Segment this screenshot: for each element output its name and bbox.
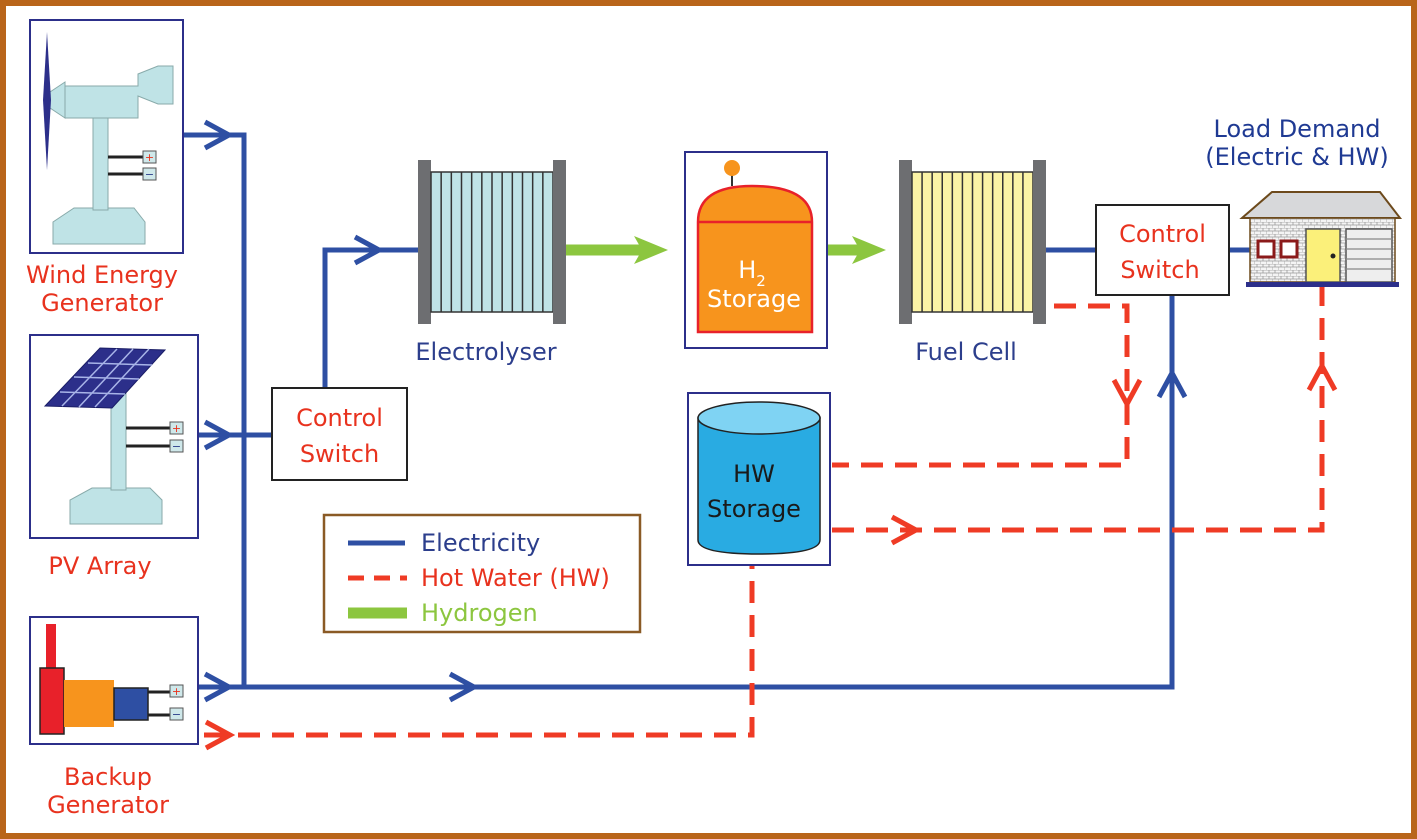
control-switch-left-line1: Control bbox=[296, 404, 383, 432]
backup-label-line1: Backup bbox=[64, 763, 152, 791]
arrow-hw-up bbox=[1306, 360, 1338, 392]
control-switch-right-line1: Control bbox=[1119, 220, 1206, 248]
hw-backup-to-storage bbox=[204, 565, 755, 738]
control-switch-right-line2: Switch bbox=[1120, 256, 1199, 284]
fuel-cell-plate-lines bbox=[921, 172, 1024, 312]
arrow-electrolyser bbox=[353, 234, 385, 266]
fuel-cell-left-endplate bbox=[899, 160, 912, 324]
house-foundation bbox=[1246, 282, 1399, 287]
pv-base bbox=[69, 487, 163, 525]
h2-storage: H2 Storage bbox=[684, 151, 828, 349]
backup-plus-terminal bbox=[169, 684, 184, 698]
wind-label-line1: Wind Energy bbox=[26, 261, 178, 289]
arrow-h2-2 bbox=[852, 236, 886, 264]
switch-to-electrolyser-line bbox=[322, 247, 418, 388]
arrow-h2-1 bbox=[634, 236, 668, 264]
wind-base bbox=[52, 207, 146, 245]
house-door-knob bbox=[1330, 253, 1336, 259]
load-demand: Load Demand (Electric & HW) bbox=[1205, 115, 1403, 287]
fuel-cell-right-endplate bbox=[1033, 160, 1046, 324]
control-switch-left-line2: Switch bbox=[300, 440, 379, 468]
backup-generator: + − Backup Generator bbox=[29, 616, 199, 819]
legend-label-electricity: Electricity bbox=[421, 529, 540, 557]
house-garage bbox=[1345, 228, 1393, 283]
backup-minus-sign: − bbox=[172, 708, 181, 721]
h2-storage-line1: H2 bbox=[738, 256, 766, 290]
hw-tank-body bbox=[697, 417, 821, 555]
hydrogen-arrows bbox=[634, 236, 886, 264]
arrow-pv bbox=[203, 419, 235, 451]
h2-storage-line2: Storage bbox=[707, 285, 801, 313]
exhaust-pipe bbox=[46, 624, 56, 670]
arrow-hw-backup bbox=[204, 719, 236, 751]
house-window-2 bbox=[1279, 239, 1299, 259]
wind-tower bbox=[92, 117, 109, 211]
fuel-cell-label: Fuel Cell bbox=[915, 338, 1017, 366]
fuel-cell: Fuel Cell bbox=[899, 160, 1046, 366]
legend-label-hot-water: Hot Water (HW) bbox=[421, 564, 610, 592]
electrolyser-left-endplate bbox=[418, 160, 431, 324]
arrow-bus-right bbox=[448, 671, 480, 703]
pv-minus-sign: − bbox=[172, 440, 181, 453]
wind-to-bus-line bbox=[183, 132, 247, 687]
house-garage-slats bbox=[1346, 238, 1392, 270]
wind-generator: + − Wind Energy Generator bbox=[26, 19, 184, 317]
wind-minus-terminal bbox=[142, 167, 157, 181]
hw-storage-line2: Storage bbox=[707, 495, 801, 523]
pv-label: PV Array bbox=[48, 552, 151, 580]
wind-nacelle bbox=[64, 65, 174, 119]
house-roof bbox=[1239, 191, 1403, 219]
pv-wires bbox=[126, 426, 170, 448]
backup-plus-sign: + bbox=[172, 685, 181, 698]
arrow-hw-right bbox=[890, 514, 922, 546]
wind-plus-sign: + bbox=[145, 151, 154, 164]
control-switch-right-box bbox=[1095, 204, 1230, 296]
wind-label-line2: Generator bbox=[41, 289, 163, 317]
legend-label-hydrogen: Hydrogen bbox=[421, 599, 538, 627]
electricity-lines bbox=[183, 132, 1250, 690]
solar-panel-icon bbox=[43, 347, 167, 409]
legend: Electricity Hot Water (HW) Hydrogen bbox=[322, 513, 642, 634]
control-switch-left-box bbox=[271, 387, 408, 481]
house-window-1 bbox=[1256, 239, 1276, 259]
hw-storage: HW Storage bbox=[687, 392, 831, 566]
arrow-wind bbox=[203, 119, 235, 151]
backup-label-line2: Generator bbox=[47, 791, 169, 819]
arrow-backup bbox=[203, 671, 235, 703]
control-switch-left: Control Switch bbox=[271, 387, 408, 481]
wind-blade-icon bbox=[43, 32, 51, 170]
hw-fuelcell-loop bbox=[832, 303, 1130, 468]
hw-tank-top bbox=[697, 401, 821, 435]
hot-water-arrows bbox=[204, 360, 1338, 751]
arrow-up-switch bbox=[1156, 367, 1188, 399]
control-switch-right: Control Switch bbox=[1095, 204, 1230, 296]
pv-array: + − PV Array bbox=[29, 334, 199, 580]
generator-alternator bbox=[113, 687, 149, 721]
pv-plus-terminal bbox=[169, 421, 184, 435]
pv-plus-sign: + bbox=[172, 422, 181, 435]
electrolyser-right-endplate bbox=[553, 160, 566, 324]
load-label-line1: Load Demand bbox=[1214, 115, 1381, 143]
electrolyser: Electrolyser bbox=[415, 160, 566, 366]
wind-minus-sign: − bbox=[145, 168, 154, 181]
pv-minus-terminal bbox=[169, 439, 184, 453]
electricity-arrows bbox=[203, 119, 1188, 703]
wind-plus-terminal bbox=[142, 150, 157, 164]
house-icon bbox=[1239, 191, 1403, 287]
generator-body bbox=[64, 680, 114, 727]
electrolyser-label: Electrolyser bbox=[415, 338, 556, 366]
engine-block bbox=[39, 667, 65, 735]
h2-valve-icon bbox=[724, 160, 740, 176]
electrolyser-plate-lines bbox=[440, 172, 544, 312]
backup-minus-terminal bbox=[169, 707, 184, 721]
backup-wires bbox=[148, 690, 170, 717]
wind-wires bbox=[108, 155, 143, 176]
load-label-line2: (Electric & HW) bbox=[1205, 143, 1388, 171]
hw-storage-line1: HW bbox=[733, 460, 775, 488]
arrow-hw-down bbox=[1111, 378, 1143, 410]
backup-to-bus-line bbox=[198, 295, 1175, 690]
